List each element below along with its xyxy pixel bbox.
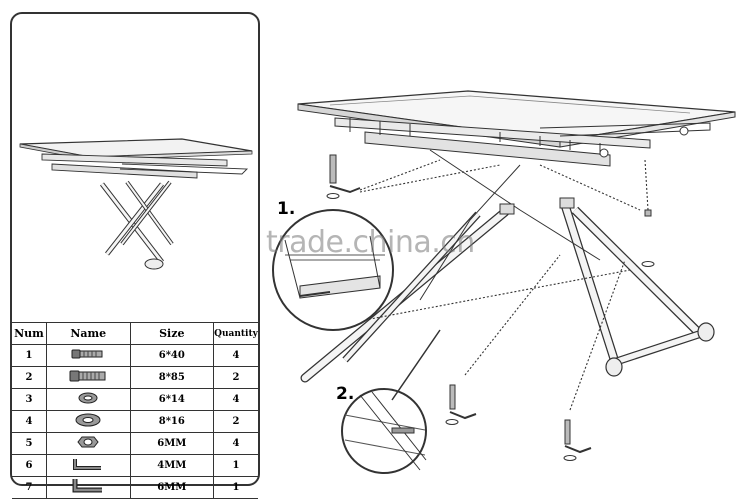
header-name: Name xyxy=(46,322,131,345)
step-1-label: 1. xyxy=(277,199,296,219)
table-row: 4 8*16 2 xyxy=(12,410,258,433)
row-size: 8*85 xyxy=(130,366,215,389)
detail-circle-2 xyxy=(341,388,427,474)
row-part xyxy=(46,410,131,433)
washer-large-icon xyxy=(75,413,101,427)
row-part xyxy=(46,366,131,389)
bolt-short-icon xyxy=(71,349,103,359)
allen-key-large-icon xyxy=(72,479,103,493)
row-size: 6*40 xyxy=(130,344,215,367)
row-qty: 1 xyxy=(213,454,258,477)
row-qty: 4 xyxy=(213,388,258,411)
row-part xyxy=(46,432,131,455)
row-num: 3 xyxy=(12,388,47,411)
row-size: 6*14 xyxy=(130,388,215,411)
table-row: 3 6*14 4 xyxy=(12,388,258,411)
table-header-row: Num Name Size Quantity xyxy=(12,322,258,345)
row-size: 8*16 xyxy=(130,410,215,433)
row-qty: 1 xyxy=(213,476,258,499)
row-qty: 2 xyxy=(213,366,258,389)
header-size: Size xyxy=(130,322,215,345)
assembly-arrows xyxy=(359,159,649,411)
row-part xyxy=(46,344,131,367)
table-row: 2 8*85 2 xyxy=(12,366,258,389)
scissor-legs xyxy=(300,149,715,383)
row-num: 6 xyxy=(12,454,47,477)
row-part xyxy=(46,454,131,477)
parts-list-table: Num Name Size Quantity 1 6*40 4 2 8*85 xyxy=(12,322,258,499)
table-row: 5 6MM 4 xyxy=(12,432,258,455)
parts-panel: Num Name Size Quantity 1 6*40 4 2 8*85 xyxy=(10,12,260,499)
bolt-long-icon xyxy=(69,370,106,382)
bolt-hardware xyxy=(326,154,655,461)
table-row: 1 6*40 4 xyxy=(12,344,258,367)
allen-key-small-icon xyxy=(73,459,102,470)
detail-circle-1 xyxy=(272,209,394,331)
row-num: 4 xyxy=(12,410,47,433)
table-row: 7 6MM 1 xyxy=(12,476,258,499)
header-quantity: Quantity xyxy=(213,322,258,345)
row-num: 1 xyxy=(12,344,47,367)
watermark-text: trade.china.cn xyxy=(266,225,475,260)
header-num: Num xyxy=(12,322,47,345)
hex-nut-icon xyxy=(77,436,99,448)
row-num: 5 xyxy=(12,432,47,455)
row-qty: 4 xyxy=(213,344,258,367)
table-row: 6 4MM 1 xyxy=(12,454,258,477)
row-qty: 2 xyxy=(213,410,258,433)
step-2-label: 2. xyxy=(336,384,355,404)
frame-rails xyxy=(334,117,711,167)
row-part xyxy=(46,388,131,411)
row-part xyxy=(46,476,131,499)
row-size: 6MM xyxy=(130,476,215,499)
leader-line xyxy=(391,329,441,401)
row-qty: 4 xyxy=(213,432,258,455)
row-num: 2 xyxy=(12,366,47,389)
row-size: 4MM xyxy=(130,454,215,477)
row-num: 7 xyxy=(12,476,47,499)
washer-small-icon xyxy=(78,392,98,404)
table-overview-drawing xyxy=(19,138,253,270)
row-size: 6MM xyxy=(130,432,215,455)
